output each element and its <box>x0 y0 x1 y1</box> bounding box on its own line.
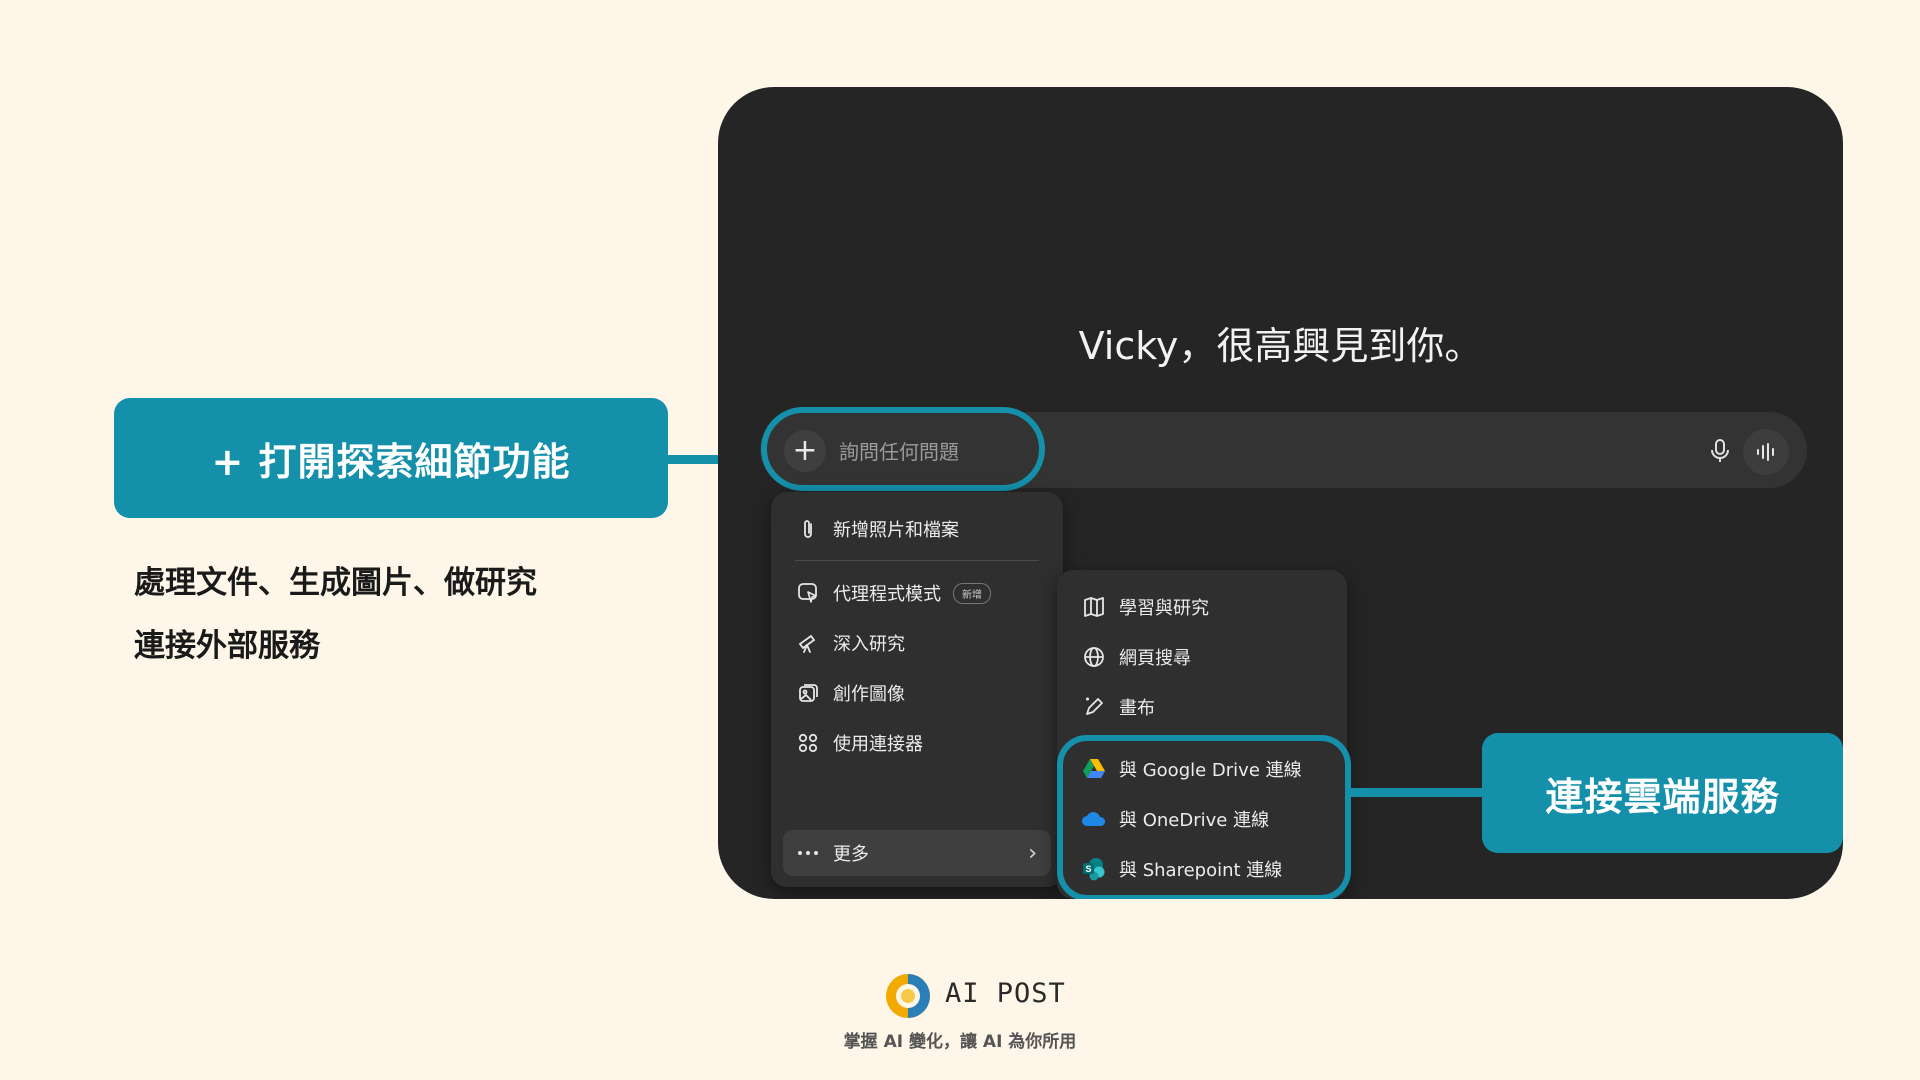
submenu-item-label: 學習與研究 <box>1119 598 1209 619</box>
callout-cloud-services: 連接雲端服務 <box>1482 733 1843 853</box>
callout-desc-1: 處理文件、生成圖片、做研究 <box>134 565 537 601</box>
submenu-item-label: 與 Google Drive 連線 <box>1119 760 1302 781</box>
callout-open-features: + 打開探索細節功能 <box>114 398 668 518</box>
telescope-icon <box>795 630 821 656</box>
submenu-item-onedrive[interactable]: 與 OneDrive 連線 <box>1069 796 1335 842</box>
onedrive-icon <box>1081 806 1107 832</box>
connector-icon <box>795 730 821 756</box>
menu-item-label: 更多 <box>833 844 869 865</box>
brand-tagline: 掌握 AI 變化，讓 AI 為你所用 <box>843 1032 1077 1052</box>
google-drive-icon <box>1081 756 1107 782</box>
highlight-ring-plus <box>761 407 1045 491</box>
submenu-item-label: 畫布 <box>1119 698 1155 719</box>
menu-item-label: 代理程式模式 <box>833 584 941 605</box>
submenu-item-label: 與 OneDrive 連線 <box>1119 810 1270 831</box>
new-badge: 新增 <box>953 582 991 604</box>
submenu-item-study[interactable]: 學習與研究 <box>1069 584 1335 630</box>
menu-item-more[interactable]: 更多 › <box>783 830 1051 876</box>
ai-post-logo-icon <box>885 973 931 1019</box>
menu-item-label: 深入研究 <box>833 634 905 655</box>
pencil-icon <box>1081 694 1107 720</box>
chevron-right-icon: › <box>1028 840 1037 866</box>
composer-input[interactable]: 詢問任何問題 <box>839 440 959 464</box>
image-create-icon <box>795 680 821 706</box>
globe-icon <box>1081 644 1107 670</box>
voice-mode-icon[interactable] <box>1743 429 1789 475</box>
attach-menu: 新增照片和檔案 代理程式模式 新增 深入研究 創作圖像 使用連接器 <box>771 492 1063 887</box>
more-icon <box>795 840 821 866</box>
menu-divider <box>795 560 1039 561</box>
callout-desc-2: 連接外部服務 <box>134 628 320 664</box>
connector-line-left <box>668 455 762 464</box>
menu-item-create-image[interactable]: 創作圖像 <box>783 670 1051 716</box>
paperclip-icon <box>795 516 821 542</box>
highlight-ring-cloud <box>1057 735 1351 899</box>
submenu-item-label: 網頁搜尋 <box>1119 648 1191 669</box>
submenu-item-web-search[interactable]: 網頁搜尋 <box>1069 634 1335 680</box>
submenu-item-canvas[interactable]: 畫布 <box>1069 684 1335 730</box>
composer-bar[interactable] <box>760 412 1807 488</box>
svg-text:S: S <box>1085 864 1091 874</box>
microphone-icon[interactable] <box>1702 433 1738 469</box>
menu-item-connectors[interactable]: 使用連接器 <box>783 720 1051 766</box>
menu-item-label: 使用連接器 <box>833 734 923 755</box>
submenu-item-label: 與 Sharepoint 連線 <box>1119 860 1283 881</box>
menu-item-label: 創作圖像 <box>833 684 905 705</box>
menu-item-add-files[interactable]: 新增照片和檔案 <box>783 506 1051 552</box>
brand-name: AI POST <box>945 978 1066 1009</box>
greeting-text: Vicky，很高興見到你。 <box>1078 324 1483 368</box>
menu-item-deep-research[interactable]: 深入研究 <box>783 620 1051 666</box>
agent-icon <box>795 580 821 606</box>
connector-line-right <box>1350 788 1484 797</box>
submenu-item-google-drive[interactable]: 與 Google Drive 連線 <box>1069 746 1335 792</box>
menu-item-label: 新增照片和檔案 <box>833 520 959 541</box>
book-icon <box>1081 594 1107 620</box>
more-submenu: 學習與研究 網頁搜尋 畫布 與 Google Drive 連線 與 OneDr <box>1057 570 1347 899</box>
menu-item-agent-mode[interactable]: 代理程式模式 新增 <box>783 570 1051 616</box>
